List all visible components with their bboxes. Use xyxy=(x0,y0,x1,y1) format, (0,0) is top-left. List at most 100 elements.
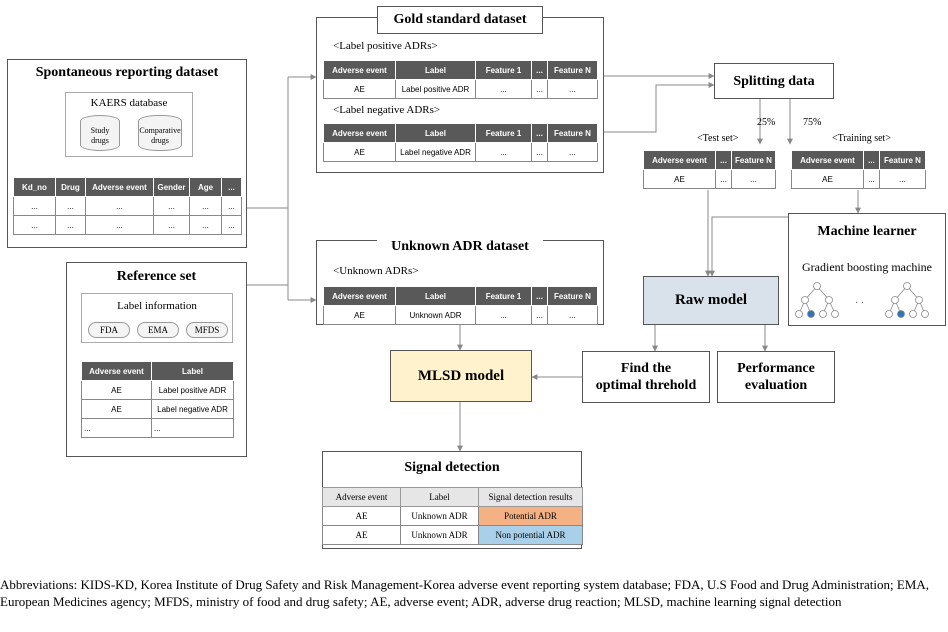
col-label: Label xyxy=(400,487,479,507)
cell: ... xyxy=(863,169,880,189)
cell: ... xyxy=(547,305,598,325)
cell: ... xyxy=(547,142,598,162)
table-row: AE Label negative ADR ... ... ... xyxy=(323,142,598,162)
kaers-db-box: KAERS database Study drugs Comparative d… xyxy=(65,92,193,157)
performance-line2: evaluation xyxy=(744,378,808,393)
reference-title: Reference set xyxy=(116,269,197,284)
negative-table: Adverse event Label Feature 1 ... Featur… xyxy=(323,123,598,162)
spontaneous-table: Kd_no Drug Adverse event Gender Age ... … xyxy=(13,177,242,235)
signal-detection-box: Signal detection Adverse event Label Sig… xyxy=(322,451,583,549)
col-kd-no: Kd_no xyxy=(13,177,56,197)
optimal-line1: Find the xyxy=(620,361,672,376)
cell: ... xyxy=(475,305,532,325)
comparative-drugs-cylinder: Comparative drugs xyxy=(138,115,182,151)
col-adverse-event: Adverse event xyxy=(85,177,154,197)
cell: ... xyxy=(731,169,776,189)
training-set-table: Adverse event ... Feature N AE ... ... xyxy=(791,150,926,189)
cell: Unknown ADR xyxy=(400,506,479,526)
col-label: Label xyxy=(395,123,476,143)
label-information-box: Label information FDA EMA MFDS xyxy=(81,293,233,343)
test-set-caption: <Test set> xyxy=(697,133,739,144)
col-more: ... xyxy=(531,286,548,306)
col-label: Label xyxy=(151,361,234,381)
cell: ... xyxy=(547,79,598,99)
cell: ... xyxy=(55,215,86,235)
positive-table: Adverse event Label Feature 1 ... Featur… xyxy=(323,60,598,99)
col-results: Signal detection results xyxy=(478,487,583,507)
cell: ... xyxy=(13,215,56,235)
abbreviations-note: Abbreviations: KIDS-KD, Korea Institute … xyxy=(0,577,929,609)
col-label: Label xyxy=(395,60,476,80)
table-row: ... ... xyxy=(81,418,234,438)
cell: ... xyxy=(475,79,532,99)
reference-set-box: Reference set Label information FDA EMA … xyxy=(66,262,247,457)
cell: AE xyxy=(323,79,396,99)
cell: ... xyxy=(475,142,532,162)
col-feature-n: Feature N xyxy=(879,150,926,170)
gold-standard-box: Gold standard dataset <Label positive AD… xyxy=(316,6,604,173)
spontaneous-reporting-box: Spontaneous reporting dataset KAERS data… xyxy=(7,59,247,248)
splitting-data-box: Splitting data xyxy=(714,63,834,99)
col-feature-1: Feature 1 xyxy=(475,286,532,306)
unknown-table: Adverse event Label Feature 1 ... Featur… xyxy=(323,286,598,325)
col-feature-n: Feature N xyxy=(547,286,598,306)
cell: ... xyxy=(531,142,548,162)
cell: ... xyxy=(85,215,154,235)
table-row: ... ... ... ... ... ... xyxy=(13,196,242,216)
cell: ... xyxy=(221,215,242,235)
col-adverse-event: Adverse event xyxy=(323,286,396,306)
cell: Label positive ADR xyxy=(395,79,476,99)
cell: ... xyxy=(153,196,190,216)
spontaneous-title: Spontaneous reporting dataset xyxy=(35,65,219,80)
col-age: Age xyxy=(189,177,222,197)
col-more: ... xyxy=(863,150,880,170)
col-feature-n: Feature N xyxy=(731,150,776,170)
table-row: AE Label negative ADR xyxy=(81,399,234,419)
signal-table: Adverse event Label Signal detection res… xyxy=(322,487,583,545)
cell: ... xyxy=(879,169,926,189)
table-row: AE Unknown ADR Non potential ADR xyxy=(322,525,583,545)
col-gender: Gender xyxy=(153,177,190,197)
cell: AE xyxy=(323,142,396,162)
cell: AE xyxy=(643,169,716,189)
table-row: AE Label positive ADR xyxy=(81,380,234,400)
col-feature-1: Feature 1 xyxy=(475,60,532,80)
cell: ... xyxy=(13,196,56,216)
cell: AE xyxy=(791,169,864,189)
cell: ... xyxy=(715,169,732,189)
unknown-adr-box: Unknown ADR dataset <Unknown ADRs> Adver… xyxy=(316,235,604,325)
test-set-table: Adverse event ... Feature N AE ... ... xyxy=(643,150,776,189)
positive-caption: <Label positive ADRs> xyxy=(333,40,438,52)
col-more: ... xyxy=(221,177,242,197)
cell: ... xyxy=(189,215,222,235)
col-label: Label xyxy=(395,286,476,306)
col-feature-n: Feature N xyxy=(547,123,598,143)
cell: AE xyxy=(81,399,152,419)
col-adverse-event: Adverse event xyxy=(323,123,396,143)
col-adverse-event: Adverse event xyxy=(81,361,152,381)
learner-title: Machine learner xyxy=(817,224,917,239)
potential-adr-cell: Potential ADR xyxy=(478,506,583,526)
negative-caption: <Label negative ADRs> xyxy=(333,104,441,116)
cell: ... xyxy=(81,418,152,438)
machine-learner-box: Machine learner Gradient boosting machin… xyxy=(788,213,946,326)
col-more: ... xyxy=(531,60,548,80)
table-row: AE Unknown ADR Potential ADR xyxy=(322,506,583,526)
study-drugs-cylinder: Study drugs xyxy=(80,115,120,151)
cell: ... xyxy=(85,196,154,216)
mlsd-model-box: MLSD model xyxy=(390,350,532,402)
cell: ... xyxy=(531,79,548,99)
col-adverse-event: Adverse event xyxy=(643,150,716,170)
learner-subtitle: Gradient boosting machine xyxy=(802,260,932,274)
cell: AE xyxy=(322,525,401,545)
train-percent: 75% xyxy=(803,117,822,128)
kaers-label: KAERS database xyxy=(90,97,168,109)
cell: ... xyxy=(531,305,548,325)
cell: ... xyxy=(189,196,222,216)
col-adverse-event: Adverse event xyxy=(322,487,401,507)
tree-dots: · · xyxy=(855,298,864,309)
cell: AE xyxy=(322,506,401,526)
optimal-line2: optimal threhold xyxy=(595,378,697,393)
table-row: AE Unknown ADR ... ... ... xyxy=(323,305,598,325)
